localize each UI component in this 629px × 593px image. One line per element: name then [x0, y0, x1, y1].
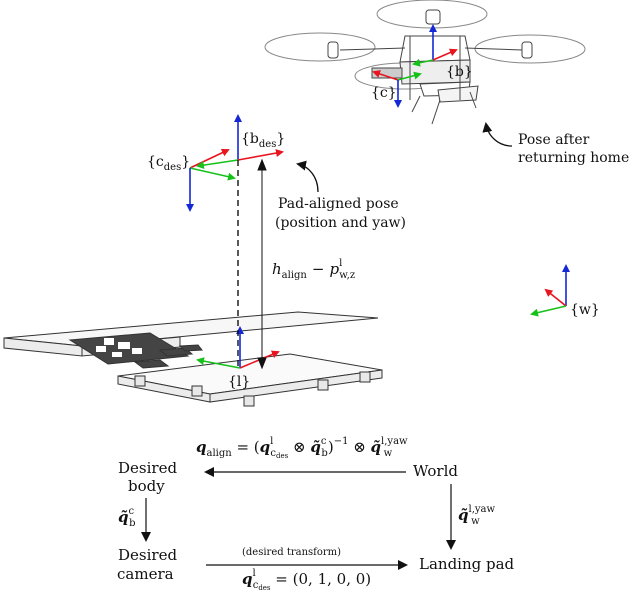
- frame-c-des-axes: [186, 148, 236, 212]
- frame-c-des-label: {cdes}: [147, 154, 190, 173]
- pad-pose-text-1: Pad-aligned pose: [278, 196, 399, 212]
- frame-b-des-axes: [196, 114, 284, 170]
- frame-w-axes: [530, 264, 570, 317]
- frame-c-label: {c}: [371, 85, 397, 101]
- pad-pose-text-2: (position and yaw): [275, 215, 406, 231]
- home-pose-pointer-arrow: [482, 122, 513, 147]
- frame-b-axes: [412, 24, 458, 67]
- frame-l-label: {l}: [228, 374, 250, 390]
- node-desired-camera-2: camera: [117, 565, 174, 583]
- pad-pose-pointer-arrow: [296, 160, 319, 193]
- node-world: World: [413, 462, 458, 480]
- frame-b-label: {b}: [446, 64, 473, 80]
- node-desired-camera-1: Desired: [118, 546, 177, 564]
- node-landing-pad: Landing pad: [419, 555, 515, 573]
- pose-home-text-2: returning home: [518, 150, 629, 166]
- height-arrow: [257, 158, 267, 370]
- landing-pad-illustration: [3, 311, 383, 407]
- frame-b-des-label: {bdes}: [241, 131, 285, 150]
- node-desired-body-1: Desired: [118, 459, 177, 477]
- frame-c-axes: [372, 70, 422, 108]
- edge-note-desired-transform: (desired transform): [242, 547, 341, 558]
- frame-w-label: {w}: [570, 302, 600, 318]
- pose-home-text-1: Pose after: [518, 132, 590, 148]
- node-desired-body-2: body: [128, 477, 165, 495]
